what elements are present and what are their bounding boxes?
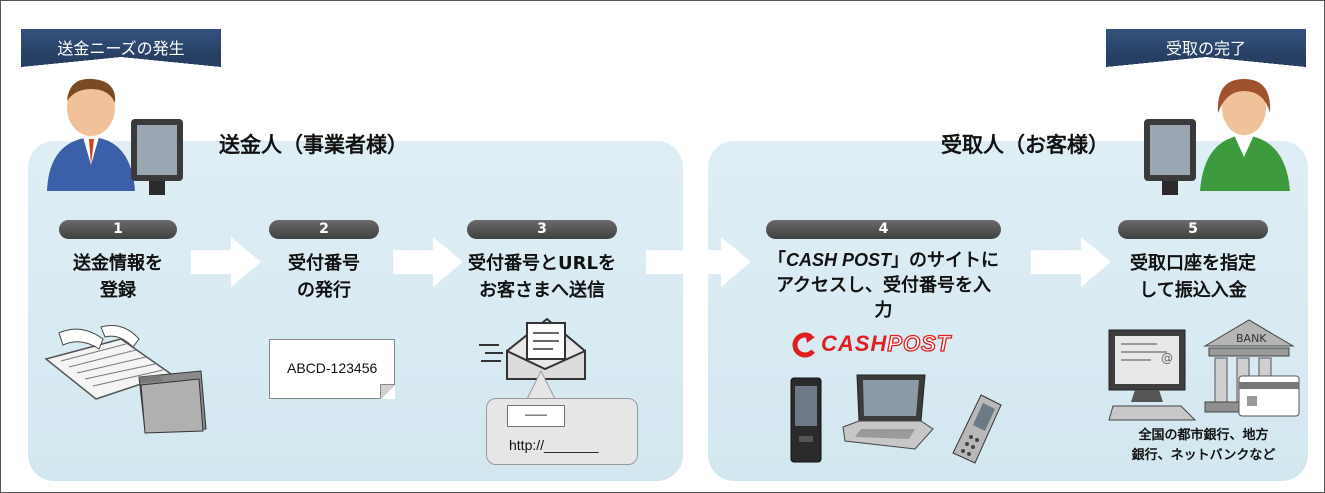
bubble-tail: [525, 369, 557, 402]
bubble-url: http://_______: [509, 437, 599, 453]
step-4-cashpost-name: CASH POST: [785, 250, 891, 270]
step-3-line2: お客さまへ送信: [479, 280, 605, 301]
end-flag-label: 受取の完了: [1165, 39, 1246, 58]
step-4-badge: 4: [766, 220, 1001, 239]
step-2-text: 受付番号 の発行: [254, 250, 394, 304]
start-flag-label: 送金ニーズの発生: [57, 39, 185, 58]
arrow-1-to-2: [191, 237, 261, 287]
email-envelope-icon: [479, 317, 586, 380]
step-2-badge: 2: [269, 220, 379, 239]
step-2-line2: の発行: [297, 280, 351, 301]
keyboard-folder-icon: [44, 325, 207, 434]
step-1-line2: 登録: [100, 280, 136, 301]
step-5-line2: して振込入金: [1139, 280, 1247, 301]
receiver-title: 受取人（お客様）: [941, 133, 1109, 157]
bubble-dash: ――: [525, 408, 547, 421]
cashpost-logo-icon: [792, 332, 815, 358]
logo-post: POST: [887, 330, 952, 356]
online-banking-computer-icon: @: [1108, 329, 1197, 421]
arrow-4-to-5: [1031, 237, 1111, 287]
smartphone-icon: [790, 377, 822, 463]
step-4-line2: アクセスし、受付番号を入: [775, 275, 992, 296]
bank-note-line1: 全国の都市銀行、地方: [1138, 428, 1269, 443]
step-5-line1: 受取口座を指定: [1130, 253, 1256, 274]
bank-label: BANK: [1236, 332, 1267, 345]
step-3-badge: 3: [467, 220, 617, 239]
step-4-line1-rest: 」のサイトに: [891, 250, 999, 271]
start-flag: 送金ニーズの発生: [21, 29, 221, 67]
ticket-fold: [380, 384, 395, 399]
step-1-line1: 送金情報を: [73, 253, 163, 274]
bank-building-icon: BANK: [1203, 319, 1300, 417]
step-3-text: 受付番号とURLを お客さまへ送信: [447, 250, 637, 304]
message-bubble: ―― http://_______: [486, 398, 638, 465]
logo-cash: CASH: [821, 331, 888, 356]
feature-phone-icon: [952, 394, 1002, 464]
step-5-badge: 5: [1118, 220, 1268, 239]
svg-text:@: @: [1161, 351, 1173, 365]
cashpost-logo: CASHPOST: [821, 330, 952, 357]
sender-person-icon: [47, 78, 183, 195]
step-4-line3: 力: [874, 300, 893, 321]
step-2-line1: 受付番号: [288, 253, 360, 274]
bubble-note-card: ――: [507, 405, 565, 427]
bank-note-line2: 銀行、ネットバンクなど: [1131, 448, 1276, 463]
arrow-3-to-4: [646, 237, 751, 287]
reception-number-ticket: ABCD-123456: [269, 339, 395, 399]
receiver-person-icon: [1144, 79, 1290, 195]
end-flag: 受取の完了: [1106, 29, 1306, 67]
step-4-line1: 「CASH POST」のサイトに: [756, 248, 1011, 273]
ticket-code: ABCD-123456: [287, 360, 378, 376]
arrow-2-to-3: [393, 237, 463, 287]
step-1-badge: 1: [59, 220, 177, 239]
bank-note: 全国の都市銀行、地方 銀行、ネットバンクなど: [1111, 426, 1296, 466]
step-5-text: 受取口座を指定 して振込入金: [1108, 250, 1278, 304]
step-4-quote-open: 「: [767, 250, 786, 271]
step-1-text: 送金情報を 登録: [48, 250, 188, 304]
step-4-text: 「CASH POST」のサイトに アクセスし、受付番号を入 力: [756, 248, 1011, 323]
laptop-icon: [842, 374, 934, 450]
sender-title: 送金人（事業者様）: [219, 133, 408, 157]
step-3-line1: 受付番号とURLを: [468, 253, 616, 274]
